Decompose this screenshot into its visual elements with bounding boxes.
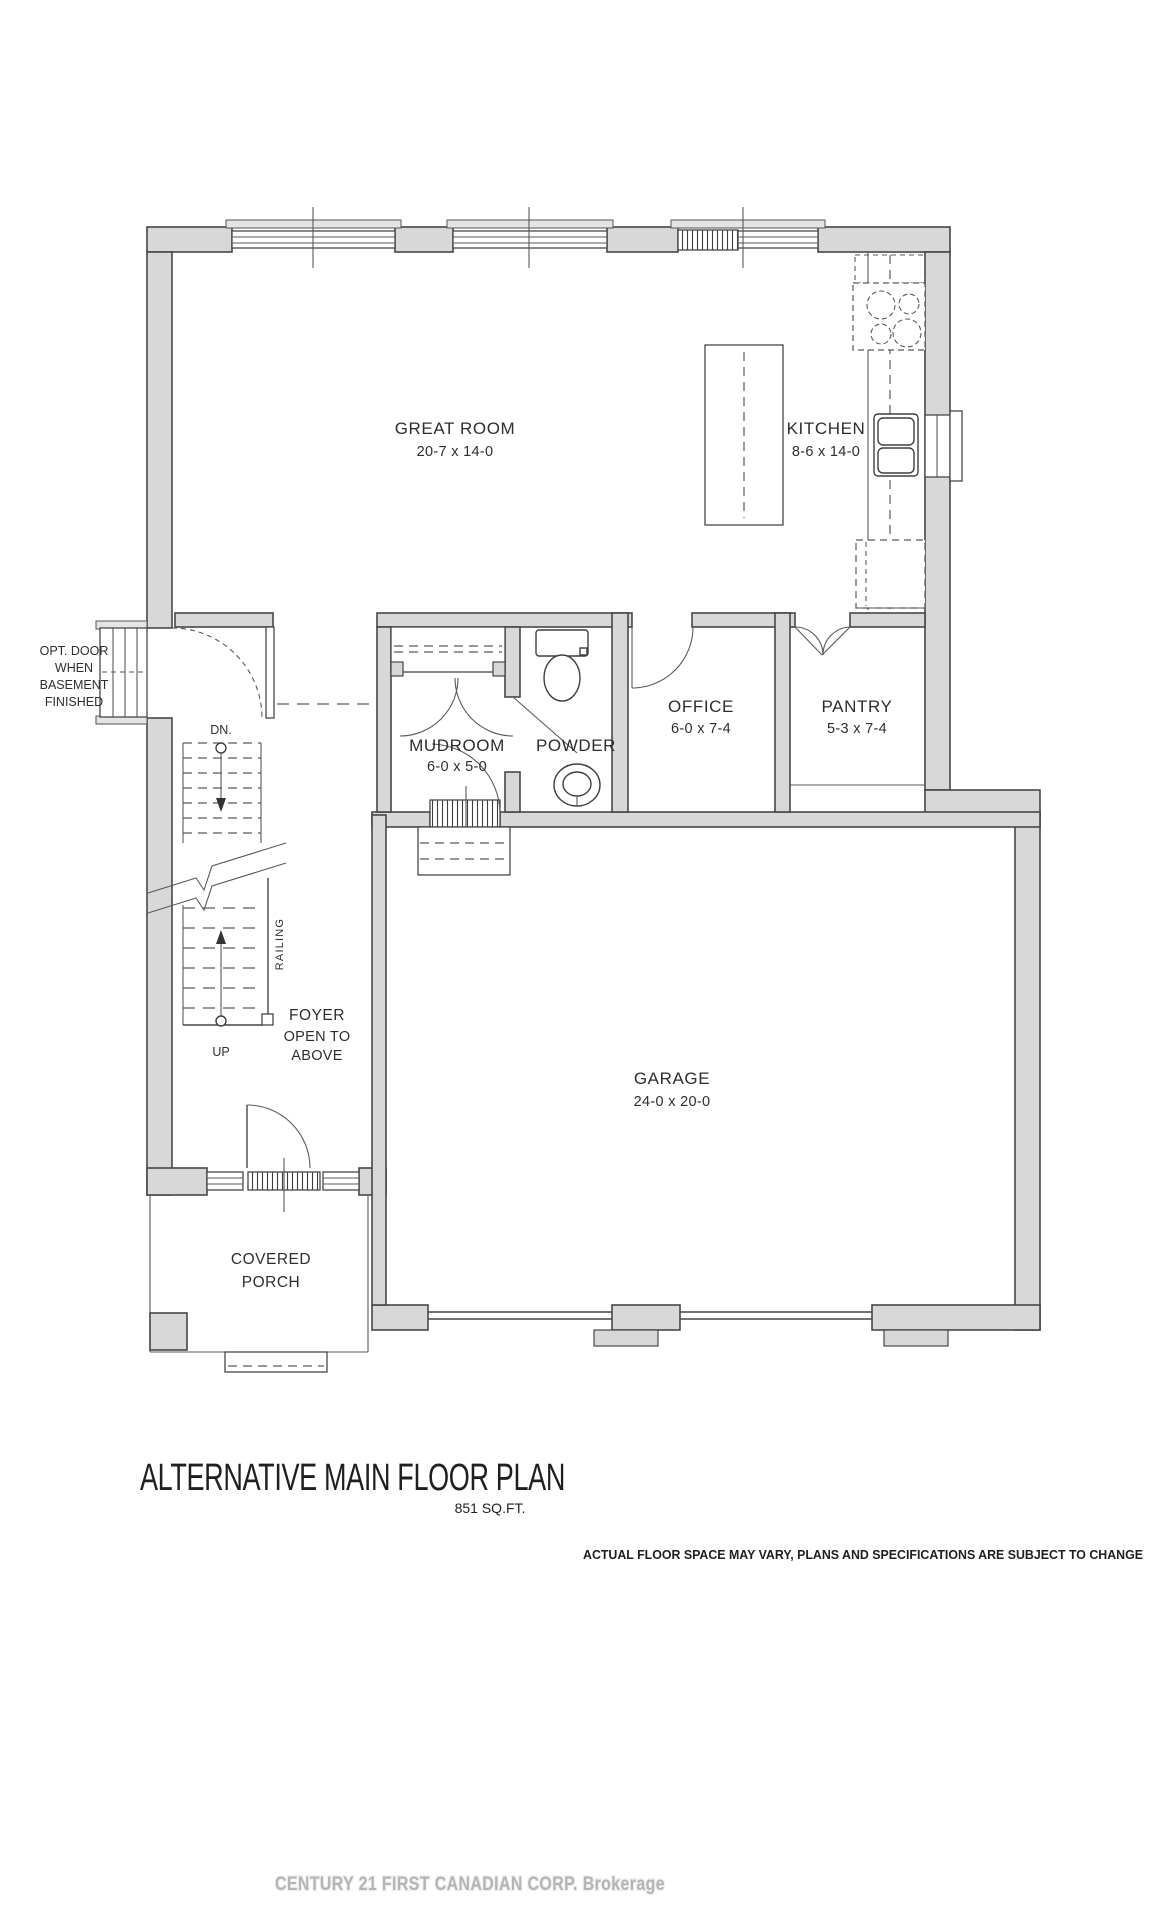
plan-title: ALTERNATIVE MAIN FLOOR PLAN — [140, 1457, 565, 1499]
kitchen-dims: 8-6 x 14-0 — [792, 444, 860, 460]
kitchen-sink-icon — [873, 413, 919, 477]
stove-icon — [852, 282, 926, 351]
porch-label-2: PORCH — [242, 1274, 300, 1291]
kitchen-label: KITCHEN — [787, 419, 866, 438]
front-door-sidelight-left — [206, 1171, 244, 1191]
interior-walls — [174, 612, 1041, 1306]
powder-label: POWDER — [536, 736, 616, 755]
pantry-doors — [794, 626, 851, 656]
pantry-dims: 5-3 x 7-4 — [827, 721, 887, 737]
railing-label: RAILING — [274, 918, 286, 970]
optional-basement-door — [95, 620, 263, 725]
great-room-dims: 20-7 x 14-0 — [417, 444, 494, 460]
office-door — [631, 626, 694, 689]
toilet-icon — [535, 629, 589, 702]
great-room-label: GREAT ROOM — [395, 419, 516, 438]
kitchen-fixtures — [704, 252, 926, 610]
staircase — [147, 703, 372, 1027]
mudroom-closet — [390, 626, 506, 677]
brokerage-watermark: CENTURY 21 FIRST CANADIAN CORP. Brokerag… — [275, 1874, 665, 1895]
sink-window — [924, 410, 963, 482]
opt-door-note-1: OPT. DOOR — [40, 644, 109, 658]
porch-steps — [224, 1351, 328, 1373]
pedestal-sink-icon — [553, 763, 601, 807]
up-label: UP — [212, 1045, 229, 1059]
porch-column — [149, 1312, 188, 1351]
bathroom-fixtures — [535, 629, 601, 807]
garage-entry-door — [417, 743, 511, 876]
pantry-label: PANTRY — [822, 697, 893, 716]
doors — [95, 620, 872, 1320]
covered-porch — [149, 1195, 369, 1373]
foyer-note-1: OPEN TO — [284, 1029, 351, 1045]
down-label: DN. — [210, 723, 232, 737]
kitchen-island — [704, 344, 784, 526]
mudroom-label: MUDROOM — [409, 736, 505, 755]
annotations: OPT. DOOR WHEN BASEMENT FINISHED DN. UP … — [40, 644, 286, 1059]
office-dims: 6-0 x 7-4 — [671, 721, 731, 737]
mudroom-closet-doors — [399, 677, 514, 737]
opt-door-note-4: FINISHED — [45, 695, 103, 709]
stair-break-line — [147, 842, 287, 914]
powder-door — [512, 696, 578, 754]
opt-door-note-3: BASEMENT — [40, 678, 109, 692]
stair-railing — [261, 878, 274, 1026]
front-door — [246, 1104, 321, 1212]
plan-area: 851 SQ.FT. — [455, 1500, 526, 1516]
garage-dims: 24-0 x 20-0 — [634, 1094, 711, 1110]
garage-door-right — [680, 1311, 872, 1320]
garage-door-left — [428, 1311, 612, 1320]
great-room-window-2 — [452, 230, 608, 249]
foyer-note-2: ABOVE — [291, 1048, 342, 1064]
upper-cabinet — [854, 254, 926, 284]
office-label: OFFICE — [668, 697, 734, 716]
up-arrow-icon — [215, 930, 227, 1027]
kitchen-window — [737, 230, 819, 249]
room-labels: GREAT ROOM 20-7 x 14-0 KITCHEN 8-6 x 14-… — [231, 419, 893, 1291]
garage-label: GARAGE — [634, 1069, 710, 1088]
fridge-icon — [855, 539, 926, 609]
front-door-sidelight-right — [322, 1171, 360, 1191]
garage-steps — [417, 826, 511, 876]
stair-head-wall — [265, 626, 275, 719]
windows — [206, 207, 963, 1191]
kitchen-hatched-window — [677, 229, 739, 251]
foyer-label: FOYER — [289, 1007, 345, 1024]
down-arrow-icon — [215, 742, 227, 812]
disclaimer: ACTUAL FLOOR SPACE MAY VARY, PLANS AND S… — [583, 1548, 1143, 1562]
footer: ALTERNATIVE MAIN FLOOR PLAN 851 SQ.FT. A… — [140, 1457, 1143, 1896]
mudroom-dims: 6-0 x 5-0 — [427, 759, 487, 775]
porch-label-1: COVERED — [231, 1251, 311, 1268]
opt-door-note-2: WHEN — [55, 661, 93, 675]
exterior-walls — [146, 226, 1041, 1347]
